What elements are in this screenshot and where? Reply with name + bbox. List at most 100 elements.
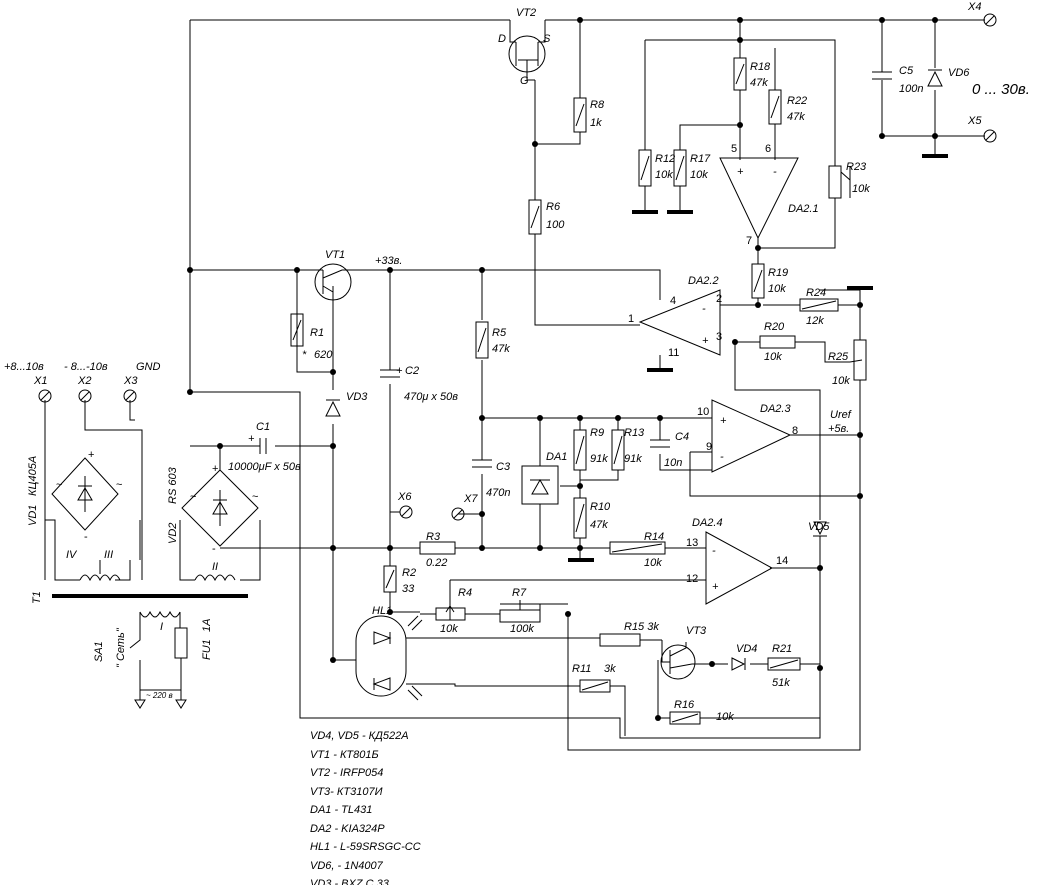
t1-winding-iii: III — [104, 549, 113, 561]
vt2-g-label: G — [520, 75, 529, 87]
r23-val: 10k — [852, 183, 870, 195]
r12-val: 10k — [655, 169, 673, 181]
r17-val: 10k — [690, 169, 708, 181]
x1-ref: X1 — [33, 375, 47, 387]
x1-label: +8...10в — [4, 361, 44, 373]
r5-val: 47k — [492, 343, 510, 355]
vd3-ref: VD3 — [346, 391, 368, 403]
r9-val: 91k — [590, 453, 608, 465]
r8-val: 1k — [590, 117, 602, 129]
capacitors — [259, 71, 892, 468]
c1-plates — [259, 438, 267, 454]
vd2-ac1: ~ — [190, 491, 196, 503]
r5-body — [475, 321, 489, 359]
da1-ref: DA1 — [546, 451, 567, 463]
r13-body — [611, 429, 625, 471]
x2-ref: X2 — [77, 375, 91, 387]
v33-label: +33в. — [375, 255, 402, 267]
sa1-ref: SA1 — [93, 641, 105, 662]
vd1-plus: + — [88, 449, 94, 461]
vd5-ref: VD5 — [808, 521, 830, 533]
x5-ref: X5 — [967, 115, 982, 127]
vd1-ac1: ~ — [56, 479, 62, 491]
parts-list-item: VD6, - 1N4007 — [310, 859, 383, 872]
r23-body — [828, 165, 842, 199]
r17-ref: R17 — [690, 153, 711, 165]
da24-plus: + — [712, 581, 719, 593]
c2-ref: C2 — [405, 365, 419, 377]
r2-val: 33 — [402, 583, 415, 595]
parts-list-item: DA1 - TL431 — [310, 804, 373, 816]
r15-body — [599, 633, 641, 647]
da22-pin-11: 11 — [668, 347, 679, 359]
da24-pin-14: 14 — [776, 555, 788, 567]
x2-label: - 8...-10в — [64, 361, 108, 373]
vd2-plus: + — [212, 463, 218, 475]
da24-pin-13: 13 — [686, 537, 698, 549]
c4-plates — [650, 439, 670, 448]
r16-body — [669, 711, 701, 725]
t1-winding-i: I — [160, 621, 163, 633]
da21-pin-5: 5 — [731, 143, 737, 155]
da24-minus: - — [712, 545, 716, 557]
da21-body — [719, 157, 799, 240]
vd5-symbol — [813, 521, 827, 537]
r14-body — [609, 541, 666, 555]
r20-ref: R20 — [764, 321, 785, 333]
r17-body — [673, 149, 687, 187]
parts-list-item: VT3- КТ3107И — [310, 785, 383, 798]
r24-ref: R24 — [806, 287, 826, 299]
r9-ref: R9 — [590, 427, 604, 439]
parts-list: VD4, VD5 - КД522А VT1 - КТ801Б VT2 - IRF… — [310, 727, 421, 885]
c1-plus: + — [248, 433, 255, 445]
vd4-symbol — [731, 657, 746, 671]
r10-ref: R10 — [590, 501, 611, 513]
r8-ref: R8 — [590, 99, 605, 111]
r25-val: 10k — [832, 375, 850, 387]
r11-body — [579, 679, 611, 693]
vt1-ref: VT1 — [325, 249, 345, 261]
r18-val: 47k — [750, 77, 768, 89]
da24-ref: DA2.4 — [692, 517, 723, 529]
r22-body — [768, 89, 782, 125]
r6-val: 100 — [546, 219, 565, 231]
r7-body — [499, 609, 541, 623]
vd2-ref: VD2 — [167, 523, 179, 544]
fu1-val: 1A — [201, 619, 213, 632]
c1-val: 10000μF x 50в — [228, 461, 301, 473]
da21-ref: DA2.1 — [788, 203, 819, 215]
c2-plus: + — [396, 365, 403, 377]
da21-minus: - — [773, 166, 777, 178]
da21-plus: + — [737, 166, 744, 178]
r20-val: 10k — [764, 351, 782, 363]
r21-body — [767, 657, 801, 671]
r16-val: 10k — [716, 711, 734, 723]
vt3-ref: VT3 — [686, 625, 707, 637]
da1-symbol — [521, 465, 559, 505]
r19-ref: R19 — [768, 267, 788, 279]
parts-list-item: VT2 - IRFP054 — [310, 767, 384, 779]
r13-val: 91k — [624, 453, 642, 465]
r3-val: 0.22 — [426, 557, 447, 569]
r1-val: 620 — [314, 349, 333, 361]
parts-list-item: DA2 - KIA324P — [310, 822, 385, 835]
r1-mark: * — [302, 349, 307, 361]
fu1-body — [174, 627, 188, 659]
junction-dots — [187, 17, 938, 721]
r8-body — [573, 97, 587, 133]
vd6-symbol — [927, 69, 943, 87]
vd2-type: RS 603 — [167, 466, 179, 504]
c5-plates — [872, 71, 892, 80]
r2-ref: R2 — [402, 567, 416, 579]
r14-val: 10k — [644, 557, 662, 569]
vt2-symbol — [508, 20, 546, 81]
c5-val: 100n — [899, 83, 923, 95]
r10-body — [573, 497, 587, 539]
vd1-bridge — [51, 457, 119, 531]
r24-val: 12k — [806, 315, 824, 327]
da24-pin-12: 12 — [686, 573, 698, 585]
r21-val: 51k — [772, 677, 790, 689]
c1-ref: C1 — [256, 421, 270, 433]
c3-val: 470n — [486, 487, 510, 499]
da23-pin-9: 9 — [706, 441, 712, 453]
